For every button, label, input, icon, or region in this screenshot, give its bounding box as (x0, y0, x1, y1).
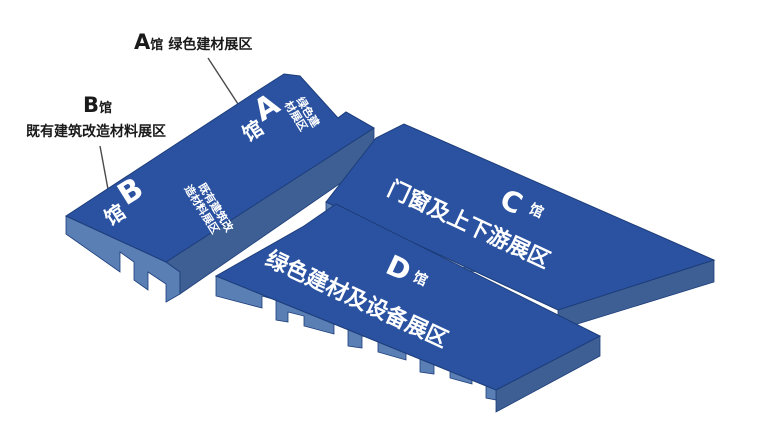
hall-ab-top (64, 73, 375, 263)
hall-c-suffix: 馆 (526, 200, 546, 221)
leader-line-a (207, 57, 239, 105)
callout-a-desc: 绿色建材展区 (168, 37, 253, 53)
callout-a-suffix: 馆 (150, 38, 164, 53)
hall-ab-block: A 馆 绿色建 材展区 B 馆 既有建筑改 造材料展区 (64, 73, 375, 303)
callout-b-letter: B (83, 93, 100, 117)
callout-b-desc: 既有建筑改造材料展区 (26, 124, 166, 140)
hall-c-top (325, 123, 716, 311)
hall-d-suffix: 馆 (410, 268, 430, 289)
hall-d-top (214, 203, 602, 391)
callout-a-letter: A (134, 30, 151, 54)
callout-hall-b: B馆 (83, 93, 112, 117)
callout-hall-b-desc: 既有建筑改造材料展区 (26, 121, 166, 141)
callout-b-suffix: 馆 (99, 101, 113, 116)
callout-hall-a: A馆 绿色建材展区 (134, 30, 252, 54)
